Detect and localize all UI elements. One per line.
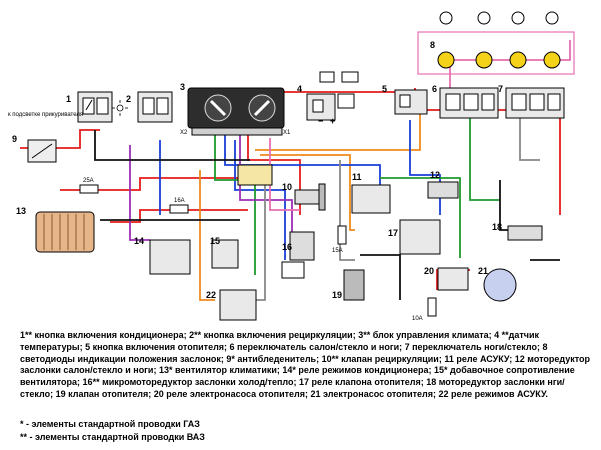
notes: * - элементы стандартной проводки ГАЗ **… [20, 418, 205, 443]
component-6-mode-switch [439, 87, 499, 119]
wires [20, 40, 571, 301]
component-14-relay [149, 239, 191, 275]
fuse-25a-label: 25A [83, 178, 94, 184]
label-17: 17 [388, 228, 398, 238]
component-22-relay [219, 289, 257, 321]
x2-label: X2 [180, 130, 188, 136]
label-12: 12 [430, 170, 440, 180]
label-3: 3 [180, 82, 185, 92]
component-15-resistor [211, 239, 239, 269]
minus-label: − [318, 116, 323, 126]
label-1: 1 [66, 94, 71, 104]
label-6: 6 [432, 84, 437, 94]
component-3-climate-control-unit [187, 87, 285, 136]
fuses [79, 184, 437, 317]
component-19-valve [343, 269, 365, 301]
label-20: 20 [424, 266, 434, 276]
label-10: 10 [282, 182, 292, 192]
label-13: 13 [16, 206, 26, 216]
label-18: 18 [492, 222, 502, 232]
label-14: 14 [134, 236, 144, 246]
component-17-relay [399, 219, 441, 255]
component-12-gear-motor [427, 181, 459, 199]
legend-text: 1** кнопка включения кондиционера; 2** к… [20, 330, 591, 399]
fuse-16a-label: 16A [174, 198, 185, 204]
label-22: 22 [206, 290, 216, 300]
component-2-recirc-button [137, 91, 173, 123]
wiring-diagram: 1 2 3 4 5 6 7 8 9 10 11 12 13 14 15 16 1… [8, 11, 575, 322]
x1-label: X1 [283, 130, 291, 136]
label-21: 21 [478, 266, 488, 276]
component-5-heater-button [394, 89, 428, 115]
label-8: 8 [430, 40, 435, 50]
component-13-fan [35, 211, 95, 253]
sun-icon [112, 100, 128, 116]
legend: 1** кнопка включения кондиционера; 2** к… [20, 330, 595, 401]
label-2: 2 [126, 94, 131, 104]
label-7: 7 [498, 84, 503, 94]
plus-label: + [330, 116, 335, 126]
connector-block [237, 164, 273, 186]
component-16-micromotor [281, 231, 315, 279]
component-9-defroster [27, 139, 57, 163]
label-19: 19 [332, 290, 342, 300]
label-16: 16 [282, 242, 292, 252]
label-5: 5 [382, 84, 387, 94]
component-11-relay [351, 184, 391, 214]
fuse-10a-label: 10A [412, 316, 423, 322]
note-gaz: * - элементы стандартной проводки ГАЗ [20, 419, 200, 429]
wire-labels: к подсветке прикуривателя X2 X1 25A 16A … [8, 112, 423, 322]
fuse-15a-label: 15A [332, 248, 343, 254]
component-20-relay [437, 267, 469, 291]
component-21-pump [483, 268, 517, 302]
component-numbers: 1 2 3 4 5 6 7 8 9 10 11 12 13 14 15 16 1… [12, 40, 503, 300]
label-11: 11 [352, 172, 362, 182]
component-7-mode-switch [505, 87, 565, 119]
component-4-temperature-sensor [306, 71, 359, 121]
component-1-ac-button [77, 91, 113, 123]
backlight-note: к подсветке прикуривателя [8, 112, 83, 118]
component-8-leds [417, 11, 575, 75]
label-4: 4 [297, 84, 302, 94]
component-18-gear-motor [507, 225, 543, 241]
label-9: 9 [12, 134, 17, 144]
component-10-recirc-valve [294, 183, 326, 211]
note-vaz: ** - элементы стандартной проводки ВАЗ [20, 431, 205, 442]
label-15: 15 [210, 236, 220, 246]
